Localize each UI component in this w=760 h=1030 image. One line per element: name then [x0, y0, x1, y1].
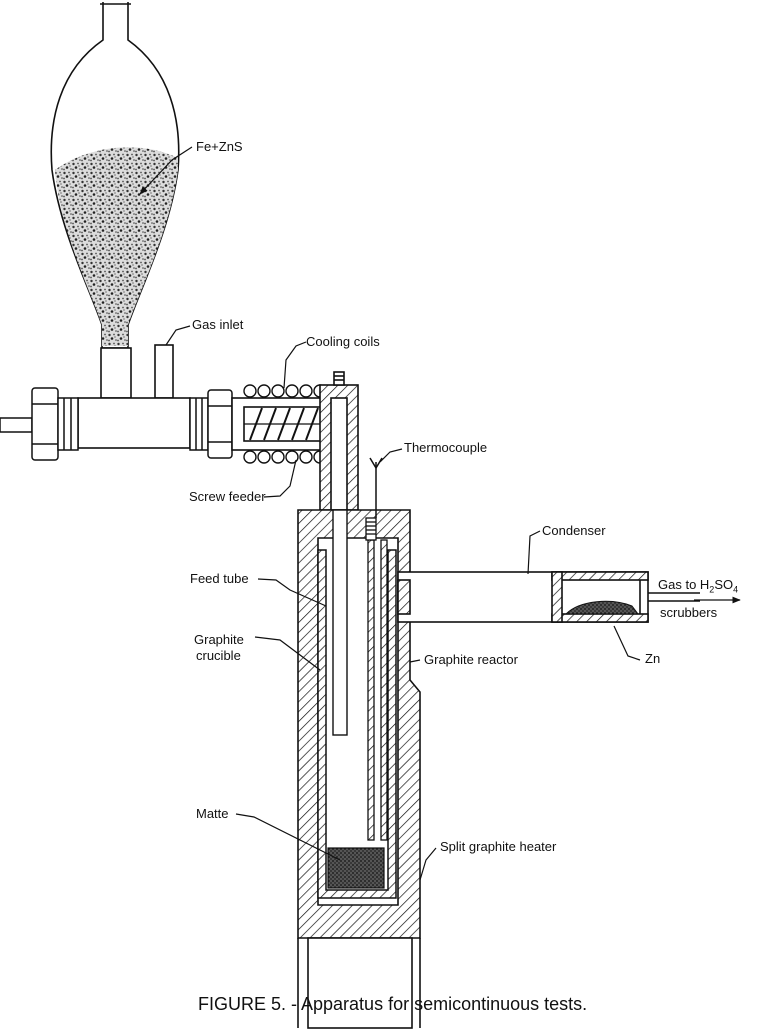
left-fitting: [0, 387, 79, 461]
screw-flights: [244, 407, 330, 441]
gas-outlet-tube: [648, 592, 700, 602]
label-thermocouple: Thermocouple: [404, 440, 488, 455]
label-matte: Matte: [196, 806, 229, 821]
label-condenser: Condenser: [542, 523, 606, 538]
label-cooling-coils: Cooling coils: [306, 334, 380, 349]
matte-bath: [327, 847, 385, 889]
label-screw-feeder: Screw feeder: [189, 489, 266, 504]
gas-to-sub1: 2: [709, 584, 715, 595]
label-split-graphite-heater: Split graphite heater: [440, 839, 557, 854]
gas-to-mid: SO: [714, 577, 734, 592]
condenser: [397, 571, 649, 623]
feed-head: [319, 371, 359, 511]
label-zn: Zn: [645, 651, 661, 666]
gas-to-sub2: 4: [733, 584, 739, 595]
leader-lines: [139, 146, 741, 881]
gas-to-prefix: Gas to H: [658, 577, 710, 592]
label-graphite-crucible-line2: crucible: [196, 648, 241, 663]
feed-tee: [77, 344, 191, 449]
fe-zns-powder: [55, 147, 178, 346]
label-fe-zns: Fe+ZnS: [196, 139, 243, 154]
right-fitting: [189, 389, 233, 459]
label-gas-inlet: Gas inlet: [192, 317, 244, 332]
label-gas-to-h2so4: Gas to H2SO4: [658, 578, 738, 597]
feed-tube: [332, 509, 348, 736]
thermocouple: [369, 457, 383, 518]
figure-caption: FIGURE 5. - Apparatus for semicontinuous…: [198, 994, 588, 1014]
graphite-crucible: [317, 549, 397, 899]
label-feed-tube: Feed tube: [190, 571, 249, 586]
label-graphite-reactor: Graphite reactor: [424, 652, 518, 667]
label-graphite-crucible-line1: Graphite: [194, 632, 244, 647]
label-scrubbers: scrubbers: [660, 605, 718, 620]
split-graphite-heater: [365, 517, 388, 841]
zn-deposit: [564, 600, 639, 615]
